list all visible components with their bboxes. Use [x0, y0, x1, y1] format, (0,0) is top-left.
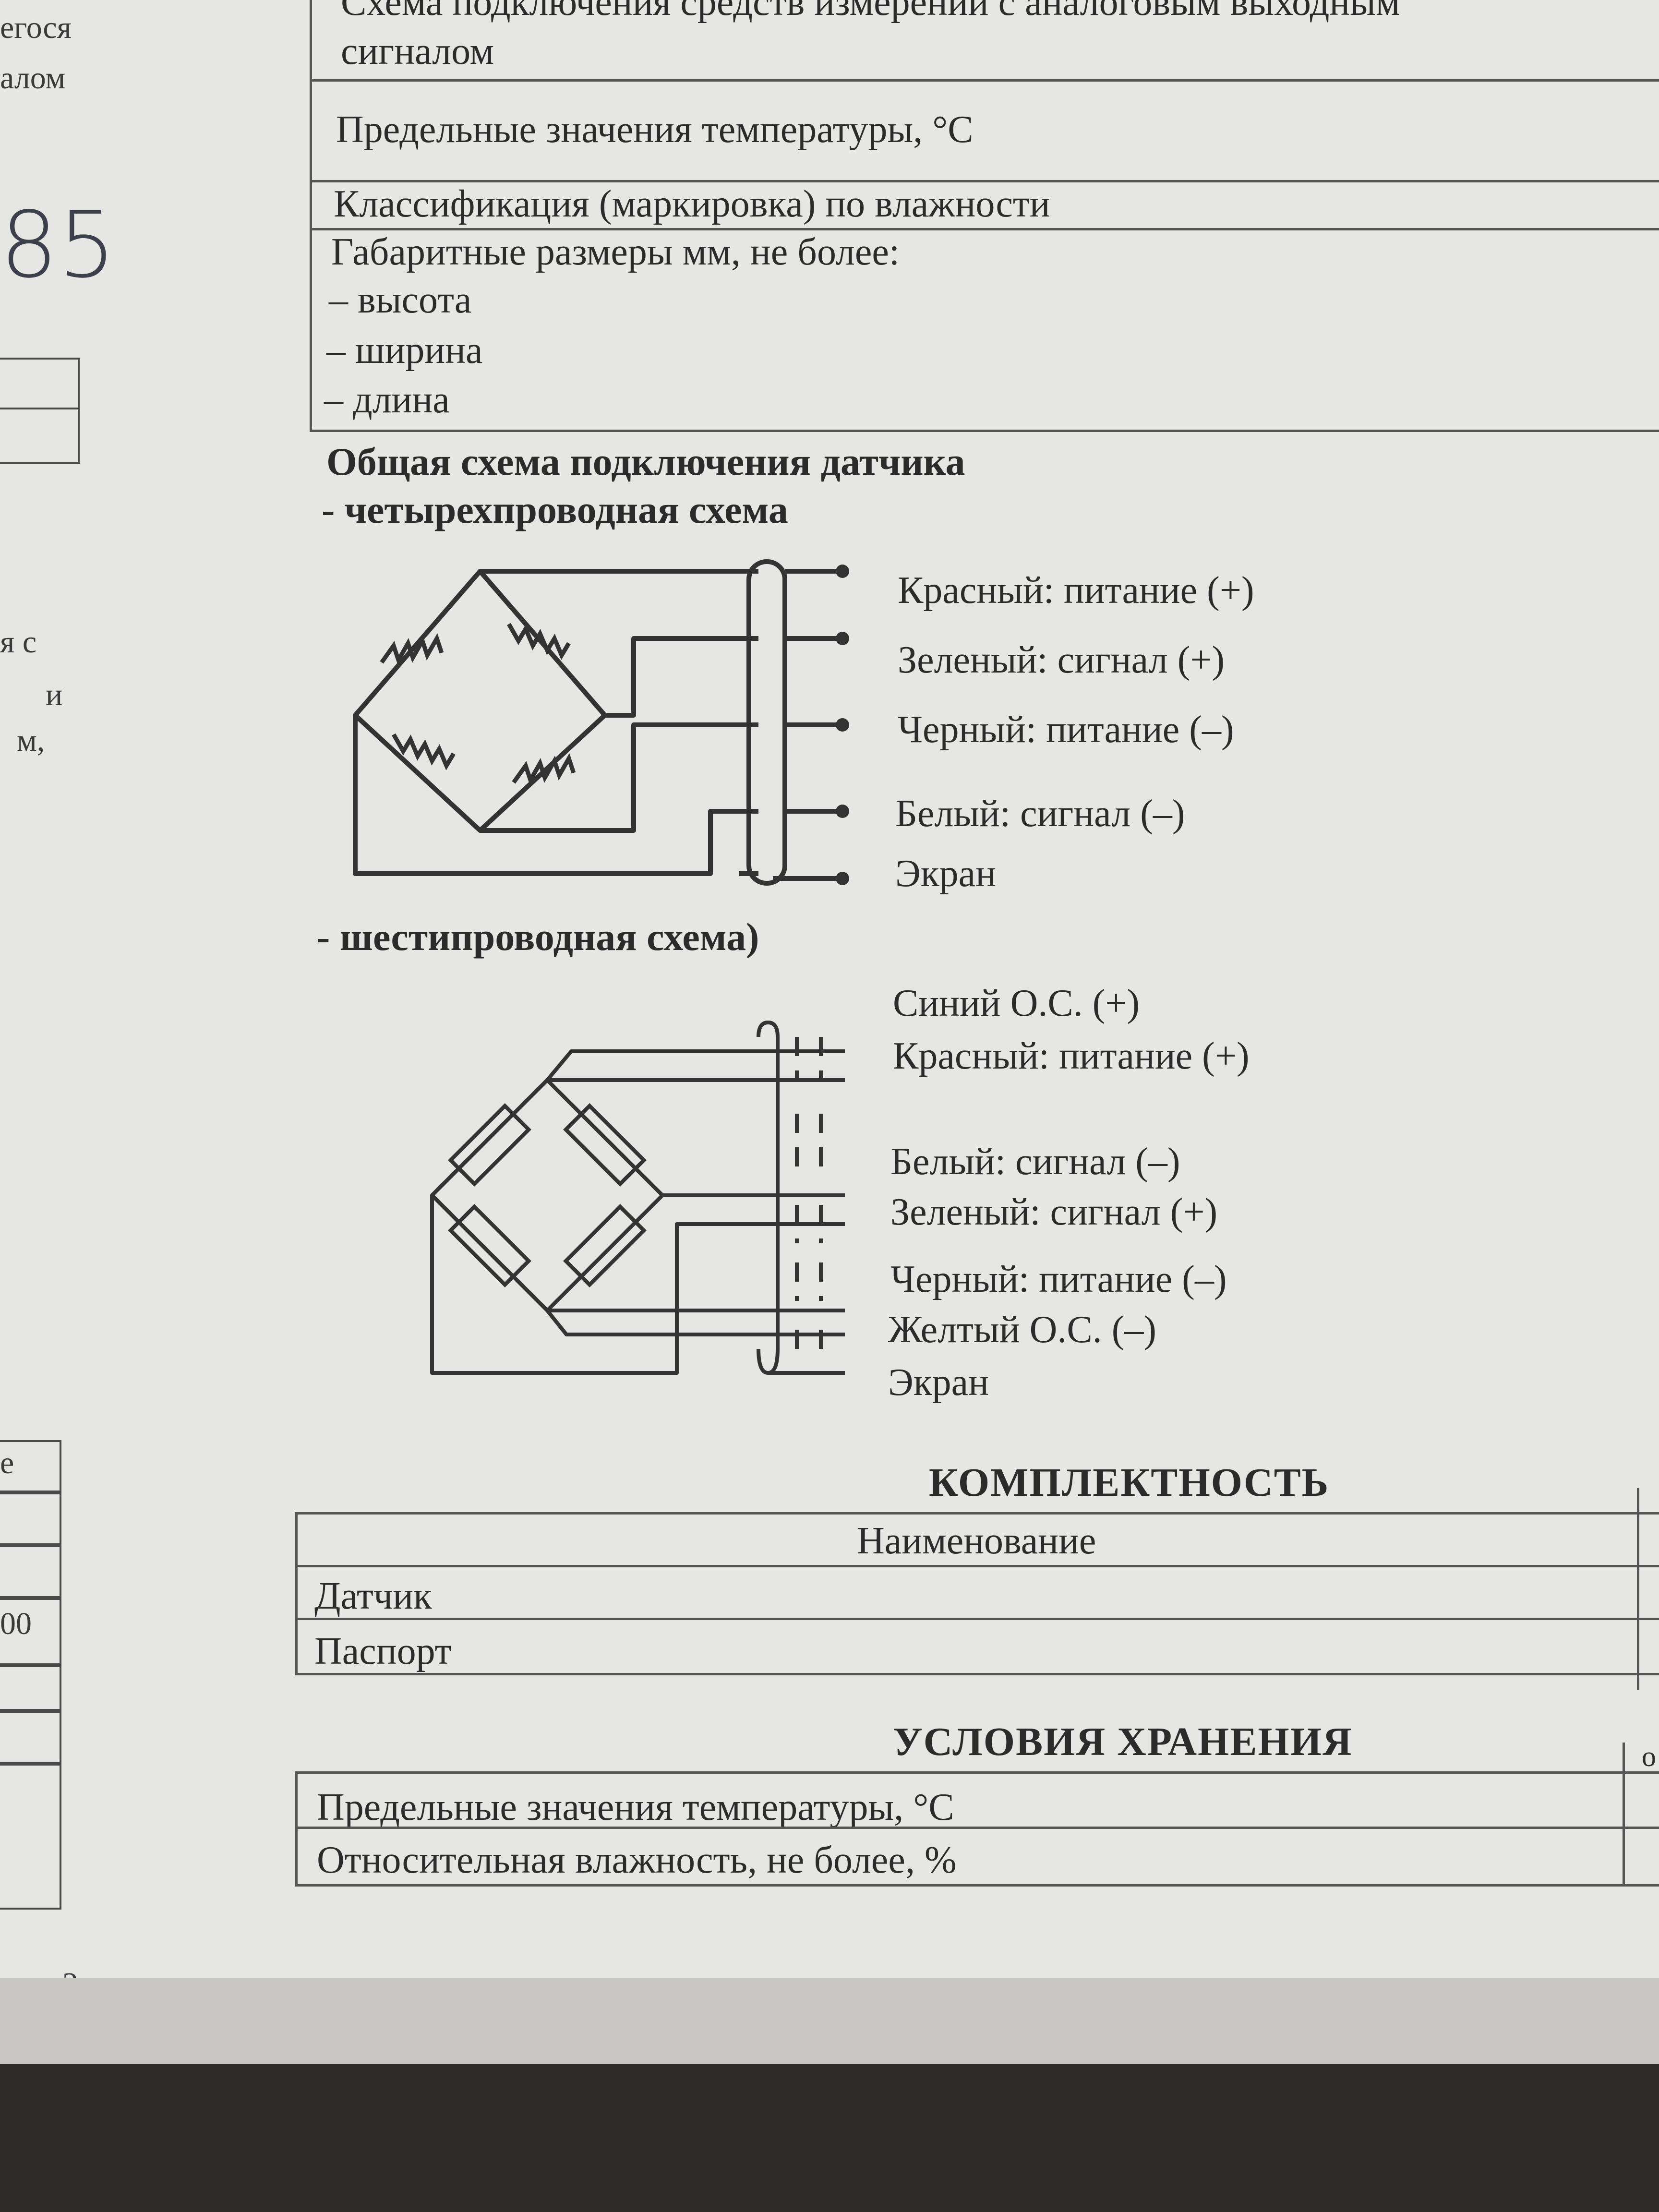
- bridge-diamond: [353, 569, 607, 833]
- section-title: Общая схема подключения датчика: [326, 440, 965, 483]
- wire-label: Черный: питание (–): [898, 709, 1234, 751]
- completeness-heading: КОМПЛЕКТНОСТЬ: [929, 1460, 1330, 1505]
- wire-green: [430, 1195, 845, 1375]
- resistor: [448, 1103, 531, 1187]
- left-text-line: егося: [0, 10, 72, 45]
- table-row: Предельные значения температуры, °С: [298, 1771, 1659, 1829]
- wire-black: [480, 722, 758, 833]
- column-header: Наименование: [857, 1520, 1096, 1562]
- table-cell: Паспорт: [314, 1630, 452, 1672]
- resistor-zigzag: [512, 753, 576, 785]
- spec-text: – длина: [324, 379, 450, 421]
- four-wire-diagram: [353, 559, 849, 886]
- wire-label: Зеленый: сигнал (+): [890, 1191, 1218, 1233]
- wire-black-yellow: [545, 1309, 845, 1336]
- six-wire-title: - шестипроводная схема): [317, 915, 759, 959]
- wire-green: [605, 636, 758, 718]
- left-table-cell: [0, 1709, 61, 1766]
- terminal-dot: [836, 565, 849, 578]
- resistor: [563, 1204, 647, 1287]
- wire-label: Экран: [895, 853, 996, 895]
- wire-label: Экран: [888, 1361, 989, 1404]
- left-table-cell: [0, 1491, 61, 1547]
- resistor-zigzag: [392, 733, 456, 770]
- left-table-cell: [0, 408, 80, 464]
- left-text-line: я с: [0, 625, 37, 660]
- spec-text: – ширина: [326, 329, 483, 372]
- terminal-dot: [836, 632, 849, 645]
- table-row: Относительная влажность, не более, %: [298, 1827, 1659, 1887]
- cable-shield: [757, 1021, 780, 1375]
- table-cell: Относительная влажность, не более, %: [317, 1839, 957, 1881]
- resistor-zigzag: [380, 633, 444, 665]
- spec-text: Схема подключения средств измерений с ан…: [341, 0, 1400, 24]
- left-table-cell: [0, 1596, 61, 1667]
- spec-text: Классификация (маркировка) по влажности: [334, 183, 1050, 225]
- table-header-row: Наименование: [298, 1512, 1659, 1567]
- left-table-cell: [0, 1762, 61, 1910]
- left-text-line: е: [0, 1445, 14, 1480]
- left-text-line: м,: [17, 723, 45, 758]
- bridge-diamond: [430, 1078, 664, 1312]
- wire-label: Красный: питание (+): [898, 569, 1254, 612]
- resistor-zigzag: [507, 623, 571, 660]
- completeness-table: Наименование Датчик Паспорт: [295, 1488, 1659, 1690]
- spec-text: Габаритные размеры мм, не более:: [331, 231, 900, 273]
- edge-text: о: [1642, 1741, 1656, 1772]
- left-table-cell: [0, 1543, 61, 1600]
- left-table-cell: [0, 1663, 61, 1713]
- left-text-line: и: [46, 677, 63, 712]
- wire-label: Белый: сигнал (–): [895, 793, 1185, 835]
- table-row: Паспорт: [298, 1618, 1659, 1675]
- left-page-fragment: егося алом 85 я с и м, е 00 2: [0, 0, 116, 2016]
- table-row: Датчик: [298, 1565, 1659, 1620]
- spec-text: – высота: [329, 279, 472, 321]
- spec-row: Габаритные размеры мм, не более: – высот…: [310, 230, 1659, 432]
- terminal-dot: [836, 718, 849, 732]
- terminal-dot: [836, 805, 849, 818]
- storage-table: Предельные значения температуры, °С Отно…: [295, 1741, 1659, 1887]
- wire-label: Желтый О.С. (–): [888, 1309, 1156, 1351]
- resistor: [563, 1103, 647, 1187]
- wire-label: Зеленый: сигнал (+): [898, 639, 1225, 681]
- wire-label: Синий О.С. (+): [893, 982, 1140, 1024]
- spec-text: Предельные значения температуры, °С: [336, 108, 974, 151]
- spec-row: Схема подключения средств измерений с ан…: [310, 0, 1659, 82]
- left-table-cell: [0, 1440, 61, 1494]
- spec-text: сигналом: [341, 30, 494, 72]
- left-text-line: 00: [0, 1606, 32, 1641]
- wire-label: Красный: питание (+): [893, 1035, 1250, 1077]
- table-cell: Предельные значения температуры, °С: [317, 1786, 954, 1828]
- storage-heading: УСЛОВИЯ ХРАНЕНИЯ: [893, 1719, 1353, 1764]
- wire-label: Черный: питание (–): [890, 1258, 1227, 1300]
- wire-label: Белый: сигнал (–): [890, 1141, 1180, 1183]
- left-text-line: алом: [0, 60, 66, 96]
- handwritten-number: 85: [0, 192, 116, 298]
- six-wire-diagram: [430, 1021, 845, 1375]
- terminal-dot: [836, 872, 849, 885]
- spec-table: Схема подключения средств измерений с ан…: [310, 0, 1659, 432]
- table-column-divider: [1637, 1488, 1639, 1690]
- document-page: егося алом 85 я с и м, е 00 2 Схема подк…: [0, 0, 1659, 2026]
- background-surface: [0, 2064, 1659, 2212]
- left-table-cell: [0, 358, 80, 409]
- spec-row: Классификация (маркировка) по влажности: [310, 182, 1659, 230]
- wire-blue-red: [545, 1049, 845, 1082]
- four-wire-title: - четырехпроводная схема: [322, 488, 788, 531]
- wire-white: [353, 715, 758, 876]
- table-cell: Датчик: [314, 1575, 432, 1617]
- resistor: [448, 1204, 531, 1287]
- table-column-divider: [1623, 1743, 1625, 1887]
- spec-row: Предельные значения температуры, °С: [310, 82, 1659, 182]
- wire-ends: [773, 569, 840, 881]
